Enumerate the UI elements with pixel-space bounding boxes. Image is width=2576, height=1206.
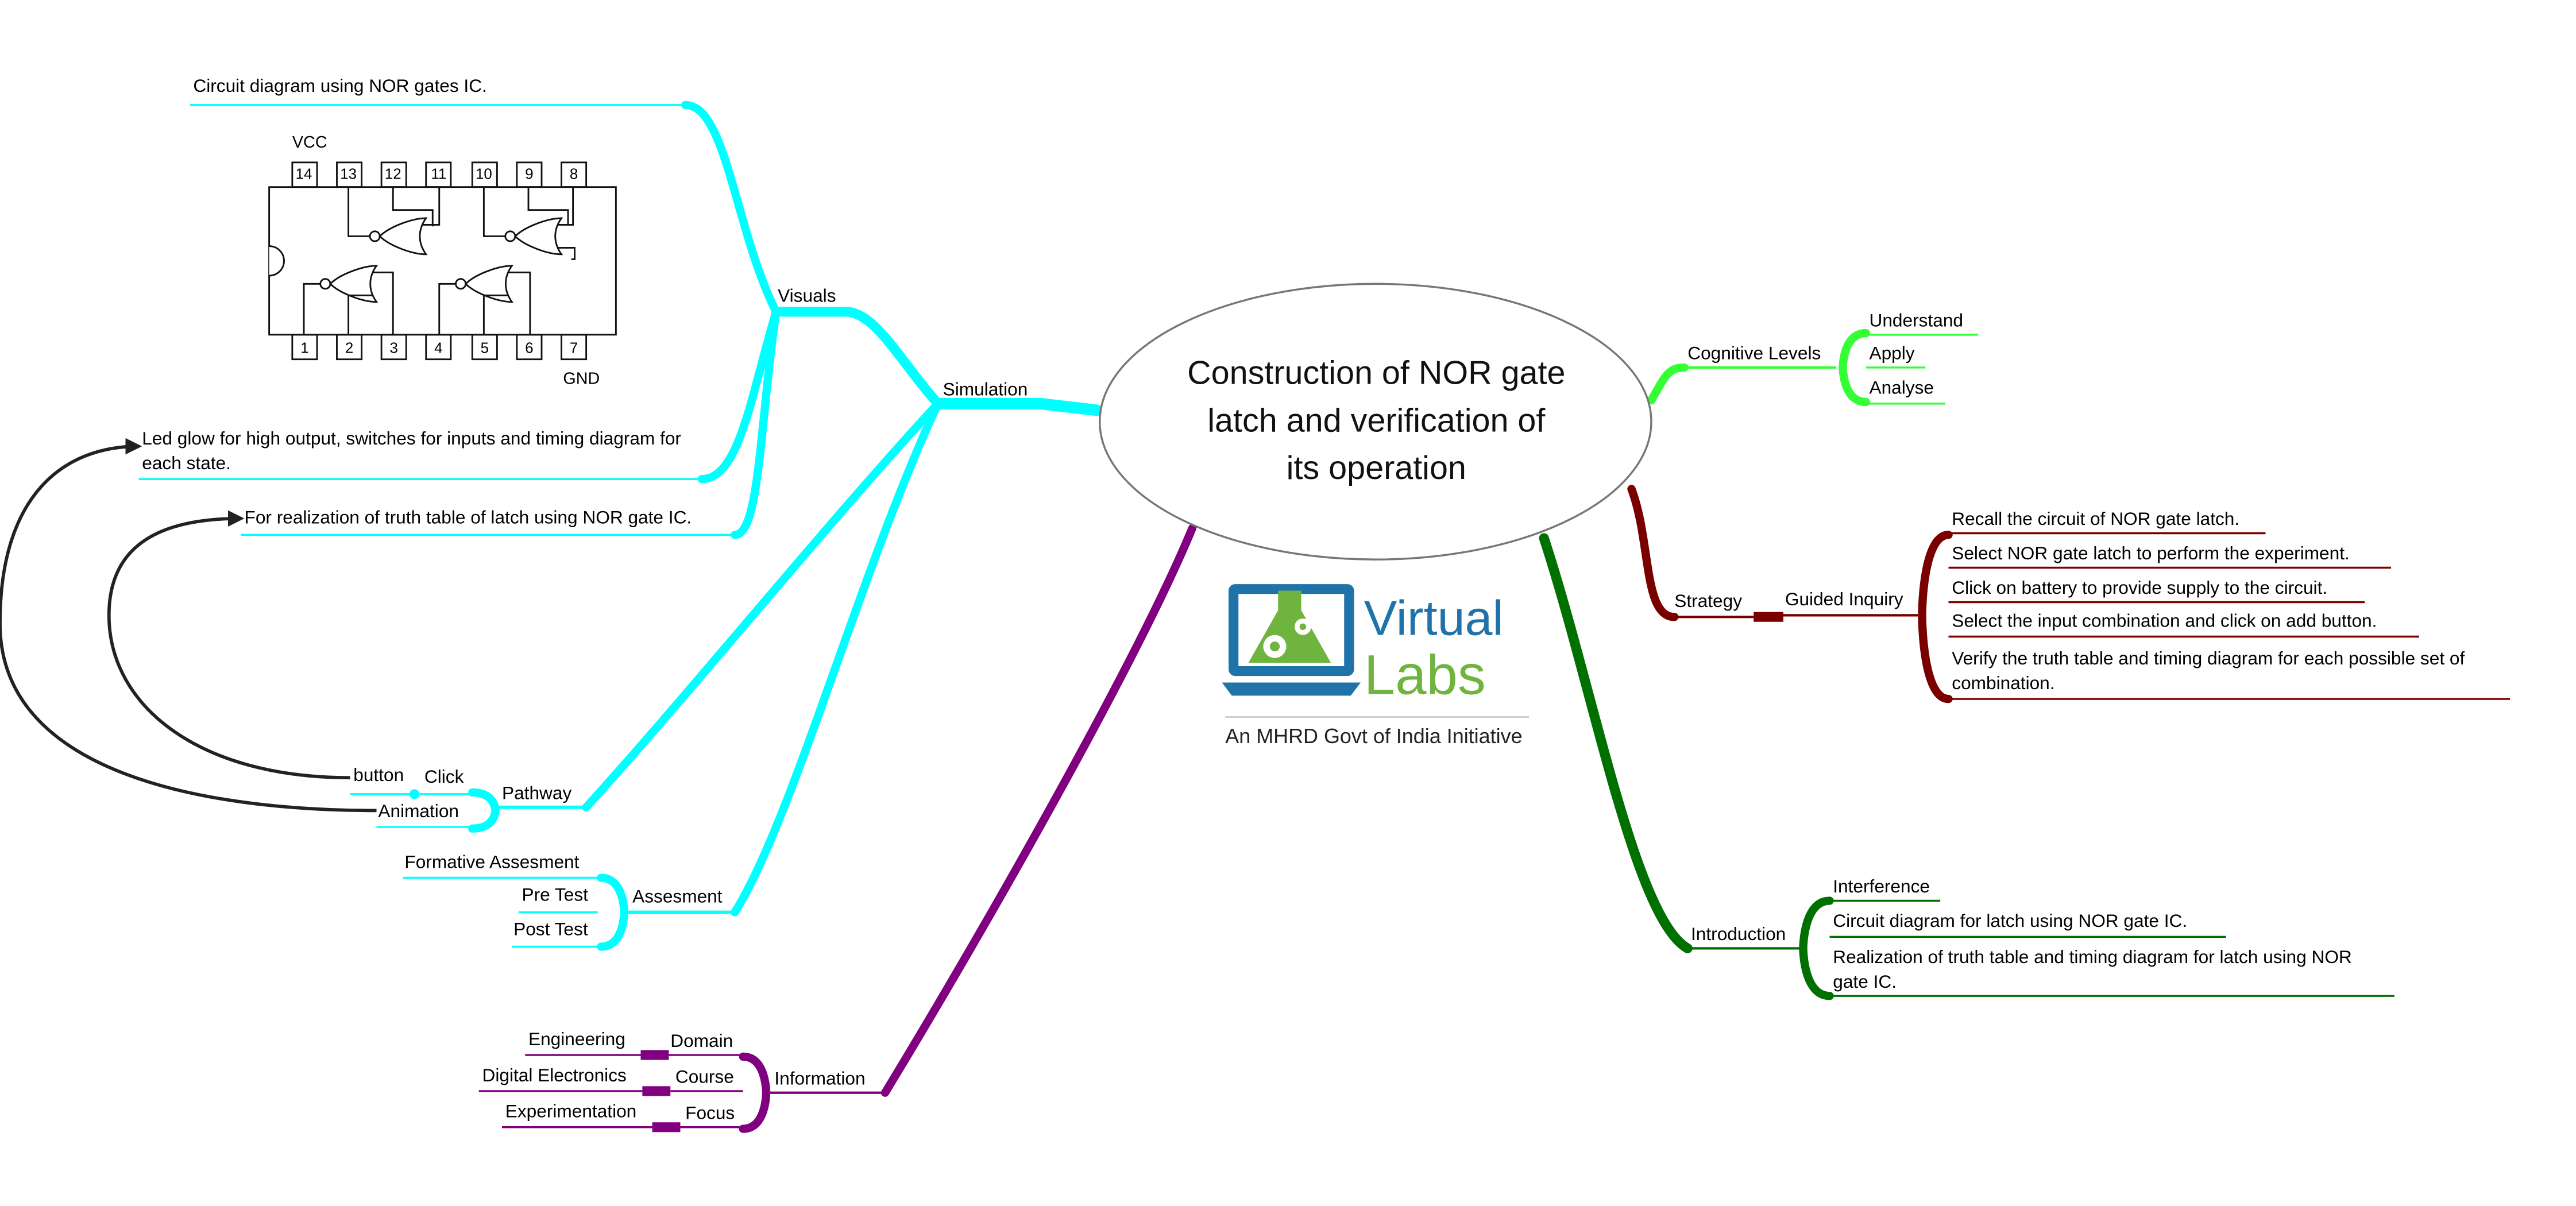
guided-inquiry-item: Select the input combination and click o… [1952, 612, 2377, 632]
cognitive-branch-lines [1647, 328, 1979, 407]
ic-vcc-label: VCC [292, 134, 327, 153]
ic-pin-7: 7 [569, 339, 578, 356]
guided-inquiry-item: Select NOR gate latch to perform the exp… [1952, 544, 2350, 565]
nor-gate-ic-diagram [268, 161, 617, 361]
virtual-labs-logo-graphic [1222, 584, 1530, 718]
pathway-node[interactable]: Pathway [502, 784, 572, 804]
assesment-item-post-test: Post Test [513, 920, 588, 941]
guided-inquiry-item: Recall the circuit of NOR gate latch. [1952, 510, 2240, 530]
ic-pin-11: 11 [431, 165, 447, 183]
information-node[interactable]: Information [774, 1069, 866, 1090]
introduction-node[interactable]: Introduction [1691, 925, 1786, 945]
cognitive-item-understand: Understand [1869, 311, 1964, 332]
visuals-item-circuit-diagram: Circuit diagram using NOR gates IC. [193, 77, 487, 97]
ic-pin-8: 8 [569, 165, 578, 183]
cognitive-item-analyse: Analyse [1869, 378, 1934, 399]
introduction-item-realization: Realization of truth table and timing di… [1833, 948, 2352, 993]
nor-gate-symbol [347, 187, 441, 256]
visuals-node[interactable]: Visuals [778, 287, 836, 307]
simulation-node[interactable]: Simulation [943, 380, 1028, 401]
guided-inquiry-item: Verify the truth table and timing diagra… [1952, 650, 2465, 694]
strategy-node[interactable]: Strategy [1674, 592, 1743, 612]
information-domain-key: Domain [670, 1032, 733, 1052]
central-topic: Construction of NOR gate latch and verif… [1100, 284, 1653, 559]
ic-gnd-label: GND [563, 370, 600, 389]
cognitive-levels-node[interactable]: Cognitive Levels [1687, 344, 1821, 365]
ic-pin-3: 3 [389, 339, 398, 356]
cognitive-item-apply: Apply [1869, 344, 1915, 365]
pathway-animation-label: Animation [378, 802, 459, 822]
assesment-node[interactable]: Assesment [632, 887, 723, 907]
central-topic-label: Construction of NOR gate latch and verif… [1187, 355, 1566, 487]
logo-tagline: An MHRD Govt of India Initiative [1225, 725, 1523, 748]
ic-top-pins [291, 161, 588, 188]
pathway-button-label: button [353, 766, 404, 786]
ic-pin-10: 10 [476, 165, 492, 183]
information-domain-value: Engineering [528, 1030, 625, 1050]
logo-labs-text: Labs [1364, 644, 1486, 708]
button-arrow [107, 510, 350, 780]
logo-virtual-text: Virtual [1364, 592, 1504, 647]
simulation-branch-lines [493, 100, 1103, 917]
visuals-item-truth-table: For realization of truth table of latch … [244, 508, 692, 528]
ic-pin-2: 2 [345, 339, 354, 356]
guided-inquiry-item: Click on battery to provide supply to th… [1952, 579, 2328, 599]
nor-gate-symbol [303, 265, 394, 335]
information-course-value: Digital Electronics [482, 1066, 627, 1087]
button-click-node [410, 789, 420, 799]
simulation-braces [468, 788, 628, 951]
introduction-item-interference: Interference [1833, 878, 1930, 898]
pathway-click-label: Click [424, 768, 464, 788]
ic-pin-6: 6 [525, 339, 534, 356]
information-course-key: Course [675, 1068, 734, 1088]
assesment-item-formative: Formative Assesment [404, 853, 580, 873]
visuals-item-led-glow: Led glow for high output, switches for i… [142, 430, 681, 474]
animation-arrow [0, 438, 377, 813]
ic-pin-9: 9 [525, 165, 534, 183]
central-topic-ellipse [1099, 283, 1652, 561]
ic-pin-13: 13 [340, 165, 357, 183]
ic-pin-4: 4 [434, 339, 443, 356]
introduction-item-circuit: Circuit diagram for latch using NOR gate… [1833, 912, 2188, 932]
assesment-item-pre-test: Pre Test [522, 886, 588, 906]
information-branch-lines [478, 524, 1196, 1133]
ic-pin-5: 5 [480, 339, 489, 356]
nor-gate-symbol [438, 265, 531, 335]
ic-pin-12: 12 [384, 165, 401, 183]
ic-pin-14: 14 [295, 165, 312, 183]
information-focus-value: Experimentation [505, 1102, 637, 1123]
introduction-branch-lines [1539, 533, 2395, 1000]
strategy-branch-lines [1627, 485, 2510, 704]
information-focus-key: Focus [685, 1104, 735, 1124]
nor-gate-symbol [482, 187, 576, 260]
ic-pin-1: 1 [300, 339, 309, 356]
guided-inquiry-node[interactable]: Guided Inquiry [1785, 590, 1903, 610]
